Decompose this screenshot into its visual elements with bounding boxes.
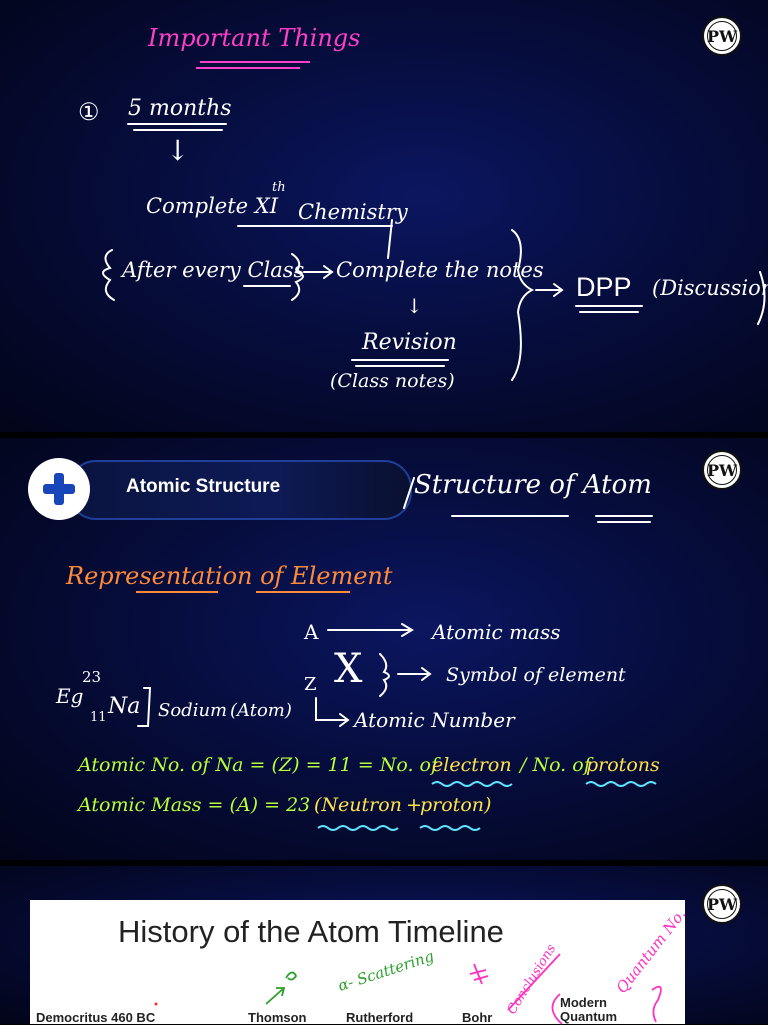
topic-badge-label: Atomic Structure <box>126 476 281 497</box>
duration-underline <box>127 123 227 131</box>
after-class-close-brace <box>291 253 304 301</box>
superscript-th: th <box>272 180 286 195</box>
structure-underline <box>451 515 653 523</box>
mass-label: Atomic mass <box>432 620 561 644</box>
arrow-to-notes <box>303 265 334 279</box>
modern-bracket <box>551 993 563 1025</box>
atomic-mass-line-plus: + <box>406 794 422 816</box>
arrow-to-dpp <box>535 283 564 297</box>
timeline-image: History of the Atom Timeline Democritus … <box>30 900 689 1025</box>
panel1-pen-strokes <box>102 61 766 381</box>
timeline-name-democritus: Democritus 460 BC <box>36 1010 156 1025</box>
atomic-mass-line-proton: proton) <box>420 794 492 816</box>
bohr-marks <box>469 963 489 985</box>
discussion-label: (Discussion) <box>652 276 768 300</box>
electron-squiggle <box>431 781 513 787</box>
quantum-question <box>651 985 662 1023</box>
example-prefix: Eg <box>56 684 84 708</box>
symbol-brace <box>379 653 390 697</box>
big-right-brace <box>511 229 535 381</box>
z-letter: Z <box>304 674 317 695</box>
discussion-bracket <box>757 271 766 325</box>
timeline-name-rutherford: Rutherford <box>346 1010 414 1025</box>
timeline-title: History of the Atom Timeline <box>118 914 504 949</box>
timeline-name-bohr: Bohr <box>462 1010 493 1025</box>
item-number: ① <box>78 98 100 126</box>
protons-squiggle <box>585 781 657 787</box>
example-bracket <box>137 687 152 727</box>
mass-arrow <box>327 623 414 637</box>
dpp-underline <box>575 305 643 313</box>
symbol-arrow <box>397 667 432 681</box>
neutron-squiggle <box>317 825 399 831</box>
pw-logo: PW <box>702 884 742 924</box>
number-label: Atomic Number <box>354 708 515 732</box>
course-bracket <box>387 219 393 259</box>
panel-separator-2 <box>0 860 768 866</box>
mass-letter: A <box>304 620 319 644</box>
notes-panel-atomic-structure: PW Atomic Structure Structure of Atom Re… <box>0 438 768 860</box>
red-dot <box>154 1002 158 1006</box>
pw-logo: PW <box>702 16 742 56</box>
revision-label: Revision <box>362 330 457 355</box>
structure-of-atom-title: Structure of Atom <box>414 470 652 500</box>
representation-heading: Representation of Element <box>66 562 393 590</box>
atomic-number-line-electron: electron <box>432 754 512 776</box>
revision-underline <box>351 359 449 367</box>
symbol-x: X <box>334 646 363 692</box>
complete-course-label: Complete XI <box>146 194 278 218</box>
element-symbol: Na <box>108 694 141 719</box>
slash-stroke <box>403 477 415 509</box>
course-subject-label: Chemistry <box>298 200 408 224</box>
heading-underline <box>196 61 310 69</box>
atomic-mass-line-prefix: Atomic Mass = (A) = 23 <box>78 794 311 816</box>
timeline-name-modern-quantum: Modern Quantum <box>560 995 618 1024</box>
thomson-arrow <box>265 987 286 1005</box>
atomic-number-line-mid: / No. of <box>520 754 591 776</box>
revision-arrow: ↓ <box>406 294 423 318</box>
atomic-mass-line-neutron: (Neutron <box>314 794 402 816</box>
heading-important-things: Important Things <box>148 24 361 52</box>
duration-label: 5 months <box>128 96 232 121</box>
left-brace <box>102 249 115 301</box>
plus-icon <box>28 458 90 520</box>
topic-badge-background <box>68 460 412 520</box>
atomic-number-line-protons: protons <box>586 754 660 776</box>
pw-logo-text: PW <box>707 894 737 914</box>
dpp-label: DPP <box>576 272 632 302</box>
plus-icon-glyph <box>43 473 75 505</box>
class-notes-label: (Class notes) <box>330 370 455 392</box>
complete-notes-label: Complete the notes <box>336 258 544 282</box>
proton-squiggle <box>419 825 481 831</box>
mass-number: 23 <box>82 668 102 686</box>
thomson-electron-mark <box>285 971 298 981</box>
after-class-label: After every Class <box>122 258 305 282</box>
pw-logo: PW <box>702 450 742 490</box>
atomic-number-line-prefix: Atomic No. of Na = (Z) = 11 = No. of <box>78 754 438 776</box>
bohr-arrow-stroke <box>507 953 561 1011</box>
notes-panel-important-things: PW Important Things ① 5 months ↓ Complet… <box>0 0 768 432</box>
number-arrow <box>315 697 350 727</box>
atomic-number: 11 <box>90 710 107 725</box>
panel-separator-1 <box>0 432 768 438</box>
timeline-name-thomson: Thomson <box>248 1010 307 1025</box>
panel2-pen-strokes <box>136 477 657 831</box>
element-name: Sodium <box>158 700 228 721</box>
arrow-down: ↓ <box>166 134 190 167</box>
symbol-label: Symbol of element <box>446 664 626 686</box>
timeline-pen-strokes <box>154 953 662 1025</box>
element-kind: (Atom) <box>230 700 292 721</box>
topic-badge: Atomic Structure <box>28 458 412 520</box>
